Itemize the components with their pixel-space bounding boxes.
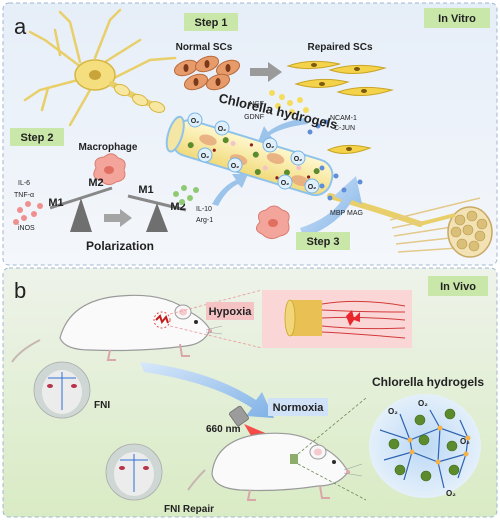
muscle-bundle [389,197,493,258]
panel-a: a In Vitro Step 1 [2,2,498,266]
fni-label: FNI [94,400,110,411]
o2-bubbles-a: O₂ O₂ O₂ O₂ O₂ O₂ O₂ O₂ [187,112,320,194]
proinflammatory-dots [13,201,43,225]
inos-label: iNOS [18,225,35,232]
il10-label: IL-10 [196,206,212,213]
o2-label: O₂ [308,184,317,191]
normal-scs-label: Normal SCs [176,42,233,53]
o2-label: O₂ [418,399,428,408]
hydrogel-conduit [165,115,334,197]
in-vivo-label: In Vivo [440,281,476,293]
o2-label: O₂ [266,143,275,150]
il6-label: IL-6 [18,180,30,187]
o2-label: O₂ [191,118,200,125]
o2-label: O₂ [281,180,290,187]
in-vivo-badge [428,276,488,296]
ncam-dots [307,119,329,135]
step1-signal-arrow [258,118,308,142]
o2-label: O₂ [218,126,227,133]
cjun-label: C-JUN [334,125,355,132]
polarization-label: Polarization [86,239,154,253]
step2-signal-arrow [212,174,248,206]
hydrogel-network: O₂ O₂ O₂ O₂ [369,394,481,498]
o2-label: O₂ [388,407,398,416]
ngf-label: NGF [249,101,264,108]
normoxia-badge [268,398,328,416]
mbp-mag-label: MBP MAG [330,210,363,217]
m1-left-label: M1 [48,197,63,209]
fni-repair-photo [105,443,163,501]
step2-badge [10,128,64,146]
step3-arrow [300,176,362,238]
rat-treated [187,432,363,501]
arg1-label: Arg-1 [196,217,213,224]
o2-label: O₂ [294,156,303,163]
in-vitro-label: In Vitro [438,13,476,25]
myelin-protein-dots [319,165,363,201]
zoom-lines-hydrogel [297,397,367,501]
step3-label: Step 3 [306,236,339,248]
laser-wavelength-label: 660 nm [206,424,241,435]
fni-repair-label: FNI Repair [164,504,214,515]
gdnf-label: GDNF [244,114,264,121]
repaired-scs-label: Repaired SCs [307,42,372,53]
normal-to-repaired-arrow [250,62,282,82]
macrophage-label: Macrophage [79,142,138,153]
in-vitro-badge [424,8,490,28]
rat-injured [11,294,223,363]
o2-label: O₂ [201,153,210,160]
tnfa-label: TNF-α [14,192,34,199]
neuron [23,8,177,127]
panel-b-letter: b [14,278,26,303]
step1-badge [184,13,238,31]
seesaw-m2-dominant [127,194,187,232]
treatment-arrow [140,362,274,418]
panel-b: b In Vivo [2,267,498,518]
normal-schwann-cells [173,55,241,91]
ncam1-label: NCAM-1 [330,115,357,122]
laser-device [229,405,249,427]
m2-left-label: M2 [88,177,103,189]
step3-badge [296,232,350,250]
step2-label: Step 2 [20,132,53,144]
macrophage-nucleus [104,166,114,174]
seesaw-m1-dominant [49,186,113,232]
normoxia-label: Normoxia [273,402,325,414]
step1-label: Step 1 [194,17,227,29]
m1-right-label: M1 [138,184,153,196]
antiinflammatory-dots [173,185,199,205]
growth-factor-dots [269,90,309,115]
hypoxia-label: Hypoxia [209,306,253,318]
injured-nerve [284,299,406,339]
o2-label: O₂ [460,437,470,446]
chlorella-hydrogels-label-b: Chlorella hydrogels [372,375,484,389]
hypoxia-badge [206,302,254,320]
panel-a-letter: a [14,14,27,39]
o2-label: O₂ [446,489,456,498]
fni-photo [33,361,91,419]
polarization-arrow [104,209,132,227]
o2-label: O₂ [231,163,240,170]
repaired-schwann-cells [286,60,394,96]
